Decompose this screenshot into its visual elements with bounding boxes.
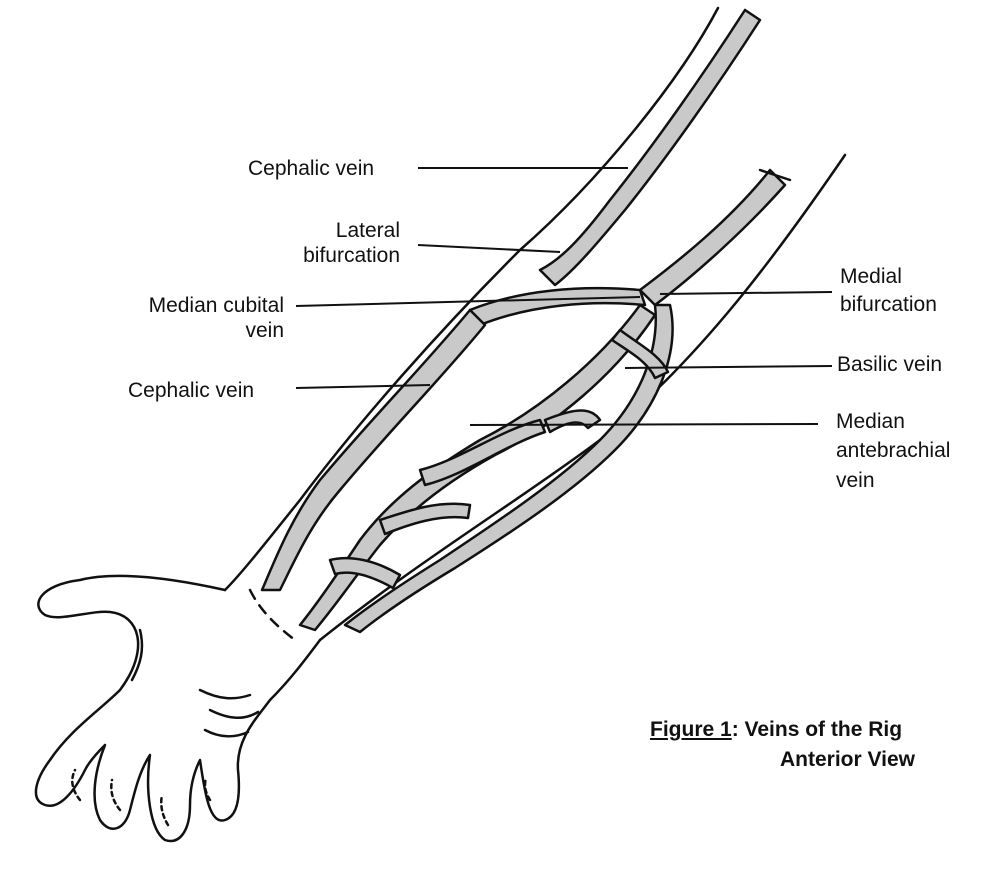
label-lateral-bifurcation-line1: Lateral [304, 218, 400, 243]
label-cephalic-vein-upper: Cephalic vein [248, 156, 374, 181]
label-median-antebrachial-line3: vein [836, 468, 875, 493]
figure-ref: Figure 1 [650, 718, 732, 741]
leader-median-antebrachial [470, 424, 818, 425]
figure-caption-line1: Figure 1: Veins of the Rig [650, 716, 902, 743]
median-cubital-vein [470, 288, 645, 325]
label-median-cubital-line2: vein [190, 318, 284, 343]
basilic-vein-upper [640, 170, 785, 305]
figure-caption-line2: Anterior View [780, 746, 915, 773]
label-lateral-bifurcation-line2: bifurcation [270, 243, 400, 268]
label-median-cubital-line1: Median cubital [118, 293, 284, 318]
label-median-antebrachial-line1: Median [836, 409, 905, 434]
label-medial-bifurcation-line2: bifurcation [840, 292, 937, 317]
label-medial-bifurcation-line1: Medial [840, 264, 902, 289]
wrist-crease [250, 590, 295, 640]
label-cephalic-vein-lower: Cephalic vein [128, 378, 254, 403]
hand-outline [36, 576, 320, 841]
label-basilic-vein: Basilic vein [837, 352, 942, 377]
label-median-antebrachial-line2: antebrachial [836, 438, 950, 463]
leader-lateral-bifurcation [418, 245, 560, 252]
leader-medial-bifurcation [660, 292, 832, 294]
figure-title: : Veins of the Rig [732, 718, 902, 741]
